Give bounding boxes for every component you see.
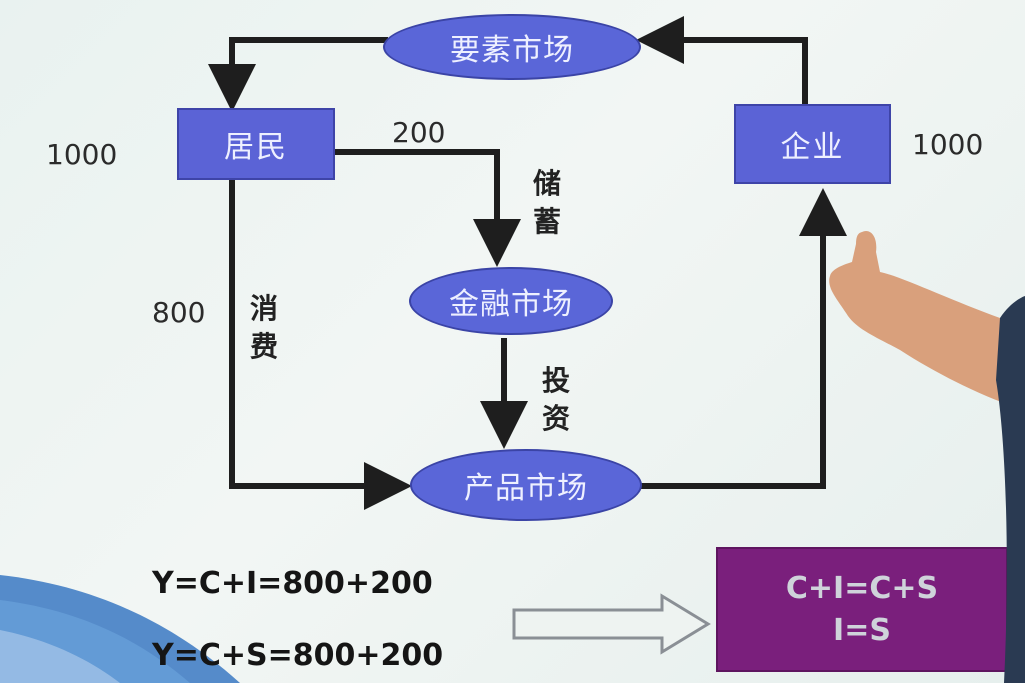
node-firms: 企业 [734,104,891,184]
result-box: C+I=C+S I=S [716,547,1008,672]
arrow-consumption [229,180,412,510]
investment-label-char-1: 投 [541,364,570,397]
consumption-value: 800 [152,296,206,329]
saving-value: 200 [392,116,446,149]
node-households-label: 居民 [224,130,288,165]
node-product-market: 产品市场 [410,449,642,521]
node-households: 居民 [177,108,335,180]
investment-label-char-2: 资 [541,402,570,435]
result-line-1: C+I=C+S [785,570,939,606]
firms-value: 1000 [912,128,984,161]
formula-line-2: Y=C+S=800+200 [152,638,444,673]
saving-label-char-2: 蓄 [532,205,561,238]
node-firms-label: 企业 [780,130,845,165]
arrow-saving [334,149,521,267]
node-financial-market-label: 金融市场 [449,287,573,322]
investment-label: 投 资 [539,362,573,438]
arrow-factor-to-households [208,37,388,112]
result-line-2: I=S [833,612,891,648]
arrow-product-to-firms [640,188,847,489]
arrow-firms-to-factor [636,16,808,104]
node-financial-market: 金融市场 [409,267,613,335]
saving-label-char-1: 储 [532,167,561,200]
consumption-label-char-1: 消 [249,292,278,325]
households-value: 1000 [46,138,118,171]
node-factor-market-label: 要素市场 [450,33,574,68]
node-factor-market: 要素市场 [383,14,641,80]
formula-line-1: Y=C+I=800+200 [152,566,433,601]
consumption-label-char-2: 费 [249,330,278,363]
right-arrow-icon [512,593,711,655]
node-product-market-label: 产品市场 [464,471,588,506]
consumption-label: 消 费 [247,290,281,366]
saving-label: 储 蓄 [530,165,564,241]
